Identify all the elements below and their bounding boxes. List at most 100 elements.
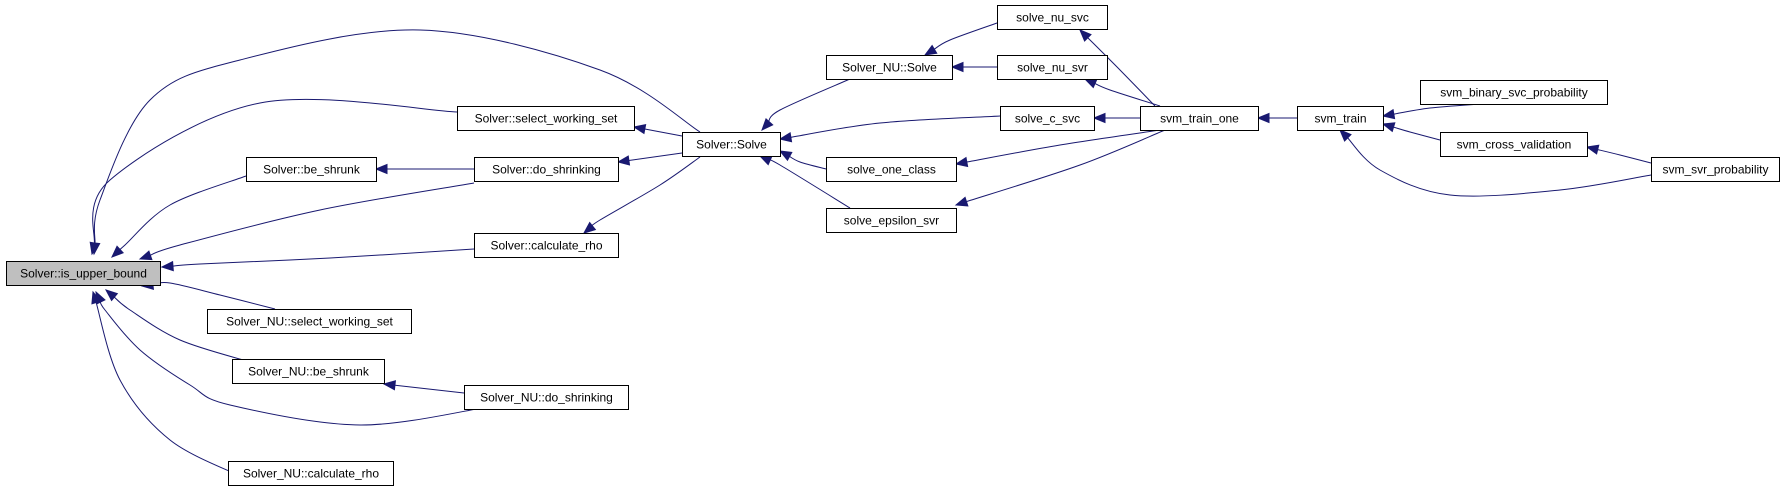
node-label: svm_train_one bbox=[1160, 112, 1239, 126]
node-be-shrunk[interactable]: Solver::be_shrunk bbox=[246, 157, 377, 182]
node-label: svm_train bbox=[1314, 112, 1366, 126]
node-label: Solver::calculate_rho bbox=[490, 239, 602, 253]
edge-line bbox=[964, 129, 1166, 203]
node-box[interactable] bbox=[474, 157, 619, 182]
edge-line bbox=[932, 21, 1001, 51]
node-svm-train[interactable]: svm_train bbox=[1297, 106, 1384, 131]
edge-line bbox=[1346, 136, 1652, 197]
node-box[interactable] bbox=[1297, 106, 1384, 131]
edge-svm_train_one-to-solve_nu_svr bbox=[1083, 78, 1161, 107]
arrowhead bbox=[1079, 29, 1092, 42]
node-label: svm_cross_validation bbox=[1457, 138, 1572, 152]
node-box[interactable] bbox=[826, 157, 957, 182]
edge-line bbox=[1595, 148, 1652, 164]
arrowhead bbox=[616, 155, 631, 166]
edge-line bbox=[95, 300, 241, 477]
edge-line bbox=[92, 98, 458, 246]
arrowhead bbox=[923, 44, 938, 56]
node-svm-binary-svc-probability[interactable]: svm_binary_svc_probability bbox=[1420, 80, 1608, 105]
edge-line bbox=[148, 182, 475, 257]
node-calculate-rho[interactable]: Solver::calculate_rho bbox=[474, 233, 619, 258]
node-box[interactable] bbox=[1651, 157, 1780, 182]
node-box[interactable] bbox=[826, 55, 953, 80]
node-select-working-set[interactable]: Solver::select_working_set bbox=[457, 106, 635, 131]
node-label: solve_one_class bbox=[847, 163, 936, 177]
arrowhead bbox=[382, 380, 397, 391]
node-solver-solve[interactable]: Solver::Solve bbox=[682, 132, 781, 157]
node-nu-be-shrunk[interactable]: Solver_NU::be_shrunk bbox=[232, 359, 385, 384]
node-label: Solver_NU::select_working_set bbox=[226, 315, 393, 329]
node-solve-one-class[interactable]: solve_one_class bbox=[826, 157, 957, 182]
edge-nu_solve-to-solver_solve bbox=[761, 78, 851, 131]
edge-solver_solve-to-calculate_rho bbox=[582, 156, 701, 234]
node-box[interactable] bbox=[232, 359, 385, 384]
node-box[interactable] bbox=[464, 385, 629, 410]
edge-line bbox=[788, 115, 1001, 139]
arrowhead bbox=[138, 250, 153, 261]
edge-svm_cross_validation-to-svm_train bbox=[1381, 122, 1441, 141]
edge-line bbox=[787, 154, 827, 170]
edge-do_shrinking-to-be_shrunk bbox=[374, 163, 474, 175]
arrowhead bbox=[90, 241, 101, 256]
node-box[interactable] bbox=[682, 132, 781, 157]
node-nu-select-working-set[interactable]: Solver_NU::select_working_set bbox=[207, 309, 412, 334]
node-label: solve_epsilon_svr bbox=[844, 214, 939, 228]
node-box[interactable] bbox=[1420, 80, 1608, 105]
edge-be_shrunk-to-is_upper_bound bbox=[111, 175, 247, 258]
arrowhead bbox=[1092, 112, 1106, 124]
node-box[interactable] bbox=[228, 461, 394, 486]
node-nu-do-shrinking[interactable]: Solver_NU::do_shrinking bbox=[464, 385, 629, 410]
node-nu-solve[interactable]: Solver_NU::Solve bbox=[826, 55, 953, 80]
node-solve-nu-svr[interactable]: solve_nu_svr bbox=[997, 55, 1108, 80]
edge-line bbox=[767, 78, 851, 124]
node-solve-nu-svc[interactable]: solve_nu_svc bbox=[997, 5, 1108, 30]
edge-line bbox=[170, 248, 475, 267]
node-box[interactable] bbox=[207, 309, 412, 334]
edge-nu_select_working_set-to-is_upper_bound bbox=[140, 279, 276, 310]
node-label: solve_c_svc bbox=[1015, 112, 1080, 126]
node-solve-c-svc[interactable]: solve_c_svc bbox=[1000, 106, 1095, 131]
edge-line bbox=[964, 129, 1161, 163]
node-solve-epsilon-svr[interactable]: solve_epsilon_svr bbox=[826, 208, 957, 233]
edge-line bbox=[150, 282, 276, 310]
node-box[interactable] bbox=[1140, 106, 1259, 131]
edge-svm_train_one-to-solve_one_class bbox=[954, 129, 1161, 168]
edge-nu_do_shrinking-to-nu_be_shrunk bbox=[382, 380, 465, 394]
node-do-shrinking[interactable]: Solver::do_shrinking bbox=[474, 157, 619, 182]
edges-layer bbox=[89, 21, 1652, 477]
node-svm-train-one[interactable]: svm_train_one bbox=[1140, 106, 1259, 131]
node-nu-calculate-rho[interactable]: Solver_NU::calculate_rho bbox=[228, 461, 394, 486]
edge-svm_svr_probability-to-svm_cross_validation bbox=[1585, 144, 1652, 164]
node-box[interactable] bbox=[246, 157, 377, 182]
node-box[interactable] bbox=[997, 5, 1108, 30]
edge-line bbox=[118, 175, 247, 252]
node-box[interactable] bbox=[997, 55, 1108, 80]
edge-solve_nu_svr-to-nu_solve bbox=[950, 61, 997, 73]
edge-solver_solve-to-select_working_set bbox=[632, 123, 683, 137]
node-label: solve_nu_svr bbox=[1017, 61, 1088, 75]
node-svm-svr-probability[interactable]: svm_svr_probability bbox=[1651, 157, 1780, 182]
arrowhead bbox=[111, 245, 125, 258]
node-svm-cross-validation[interactable]: svm_cross_validation bbox=[1440, 132, 1588, 157]
edge-line bbox=[112, 295, 251, 363]
arrowhead bbox=[954, 196, 969, 207]
edge-line bbox=[626, 152, 683, 162]
node-is-upper-bound[interactable]: Solver::is_upper_bound bbox=[6, 261, 161, 286]
node-box[interactable] bbox=[474, 233, 619, 258]
node-label: svm_binary_svc_probability bbox=[1440, 86, 1587, 100]
node-box[interactable] bbox=[457, 106, 635, 131]
node-box[interactable] bbox=[826, 208, 957, 233]
arrowhead bbox=[582, 221, 597, 234]
edge-svm_train_one-to-solve_c_svc bbox=[1092, 112, 1140, 124]
node-label: svm_svr_probability bbox=[1662, 163, 1768, 177]
node-box[interactable] bbox=[1000, 106, 1095, 131]
node-label: Solver_NU::be_shrunk bbox=[248, 365, 370, 379]
node-box[interactable] bbox=[6, 261, 161, 286]
edge-nu_be_shrunk-to-is_upper_bound bbox=[104, 289, 251, 363]
node-box[interactable] bbox=[1440, 132, 1588, 157]
edge-solve_c_svc-to-solver_solve bbox=[778, 115, 1001, 143]
arrowhead bbox=[1585, 144, 1600, 155]
node-label: Solver::be_shrunk bbox=[263, 163, 361, 177]
edge-line bbox=[1391, 103, 1481, 115]
